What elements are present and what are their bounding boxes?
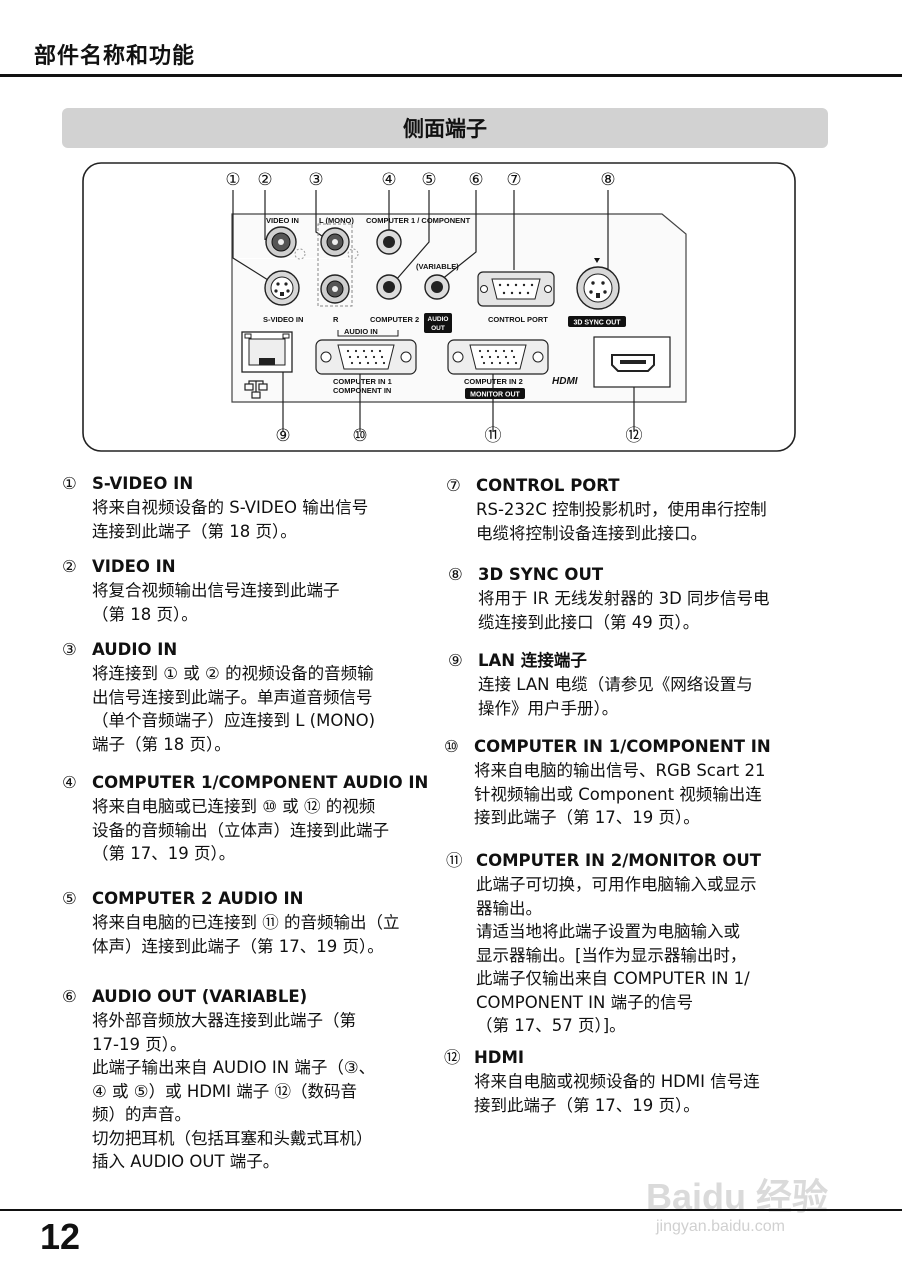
computer-in1-port — [315, 339, 417, 375]
label-audio-in: AUDIO IN — [344, 327, 378, 336]
item-description: 将外部音频放大器连接到此端子（第 17-19 页）。 此端子输出来自 AUDIO… — [92, 1011, 376, 1171]
callout-12: ⑫ — [626, 426, 643, 445]
item-title: S-VIDEO IN — [92, 474, 194, 493]
label-variable: (VARIABLE) — [416, 262, 459, 271]
footer-divider — [0, 1209, 902, 1211]
label-computer-in2: COMPUTER IN 2 — [464, 377, 523, 386]
s-video-port — [264, 270, 300, 306]
lan-port — [241, 331, 293, 373]
side-terminals-diagram: ① ② ③ ④ ⑤ ⑥ ⑦ ⑧ ⑨ ⑩ ⑪ ⑫ — [82, 162, 796, 452]
chapter-title: 部件名称和功能 — [34, 44, 196, 69]
callout-8: ⑧ — [600, 170, 615, 189]
item-title: VIDEO IN — [92, 557, 176, 576]
item-description: 将来自电脑或已连接到 ⑩ 或 ⑫ 的视频 设备的音频输出（立体声）连接到此端子 … — [92, 797, 389, 863]
label-control-port: CONTROL PORT — [488, 315, 548, 324]
hdmi-port — [593, 336, 671, 388]
baidu-jingyan-watermark: Baidu 经验 jingyan.baidu.com — [640, 1148, 860, 1258]
item-description: 将连接到 ① 或 ② 的视频设备的音频输 出信号连接到此端子。单声道音频信号 （… — [92, 664, 376, 754]
item-number: ⑫ — [444, 1048, 461, 1067]
item-number: ② — [62, 557, 77, 576]
badge-monitor-out: MONITOR OUT — [470, 392, 520, 399]
item-number: ⑥ — [62, 987, 77, 1006]
item-title: AUDIO IN — [92, 640, 178, 659]
callout-4: ④ — [381, 170, 396, 189]
item-description: 将来自电脑或视频设备的 HDMI 信号连 接到此端子（第 17、19 页）。 — [474, 1072, 760, 1115]
callout-1: ① — [225, 170, 240, 189]
item-description: 将来自电脑的已连接到 ⑪ 的音频输出（立 体声）连接到此端子（第 17、19 页… — [92, 913, 400, 956]
label-l-mono: L (MONO) — [319, 216, 354, 225]
video-in-jack — [265, 226, 297, 258]
audio-out-jack — [424, 274, 450, 300]
callout-3: ③ — [308, 170, 323, 189]
label-computer2: COMPUTER 2 — [370, 315, 419, 324]
item-title: HDMI — [474, 1048, 525, 1067]
computer-in2-port — [447, 339, 549, 375]
item-description: RS-232C 控制投影机时，使用串行控制 电缆将控制设备连接到此接口。 — [476, 500, 767, 543]
item-number: ③ — [62, 640, 77, 659]
item-number: ⑦ — [446, 476, 461, 495]
lan-icon — [244, 380, 268, 399]
item-title: CONTROL PORT — [476, 476, 620, 495]
item-number: ⑧ — [448, 565, 463, 584]
label-computer1-component: COMPUTER 1 / COMPONENT — [366, 216, 471, 225]
control-port — [477, 271, 555, 307]
label-s-video-in: S-VIDEO IN — [263, 315, 303, 324]
item-number: ⑤ — [62, 889, 77, 908]
item-number: ⑨ — [448, 651, 463, 670]
item-description: 将复合视频输出信号连接到此端子 （第 18 页）。 — [92, 581, 340, 624]
section-title-bar: 侧面端子 — [62, 108, 828, 148]
item-number: ⑩ — [444, 737, 459, 756]
header-divider — [0, 74, 902, 77]
item-number: ① — [62, 474, 77, 493]
callout-11: ⑪ — [485, 426, 502, 445]
section-title: 侧面端子 — [403, 117, 487, 141]
computer1-audio-jack — [376, 229, 402, 255]
watermark-url: jingyan.baidu.com — [656, 1218, 785, 1235]
hdmi-logo: HDMI — [552, 376, 578, 387]
item-title: COMPUTER 1/COMPONENT AUDIO IN — [92, 773, 429, 792]
item-title: COMPUTER IN 2/MONITOR OUT — [476, 851, 762, 870]
label-computer-in1-b: COMPONENT IN — [333, 386, 391, 395]
item-title: LAN 连接端子 — [478, 651, 587, 670]
callout-7: ⑦ — [506, 170, 521, 189]
item-number: ⑪ — [446, 851, 463, 870]
callout-5: ⑤ — [421, 170, 436, 189]
item-description: 连接 LAN 电缆（请参见《网络设置与 操作》用户手册）。 — [478, 675, 753, 718]
item-description: 将用于 IR 无线发射器的 3D 同步信号电 缆连接到此接口（第 49 页）。 — [478, 589, 770, 632]
badge-audio: AUDIO — [428, 316, 449, 323]
callout-2: ② — [257, 170, 272, 189]
item-title: COMPUTER 2 AUDIO IN — [92, 889, 304, 908]
callout-10: ⑩ — [352, 426, 367, 445]
audio-in-r-jack — [320, 274, 350, 304]
page-number: 12 — [40, 1216, 81, 1257]
audio-in-l-jack — [320, 227, 350, 257]
label-video-in: VIDEO IN — [266, 216, 299, 225]
item-title: AUDIO OUT (VARIABLE) — [92, 987, 308, 1006]
badge-3d-sync: 3D SYNC OUT — [573, 320, 621, 327]
badge-out: OUT — [431, 325, 445, 332]
3d-sync-out-port — [576, 258, 620, 310]
item-title: COMPUTER IN 1/COMPONENT IN — [474, 737, 771, 756]
item-description: 此端子可切换，可用作电脑输入或显示 器输出。 请适当地将此端子设置为电脑输入或 … — [476, 875, 757, 1035]
computer2-audio-jack — [376, 274, 402, 300]
callout-6: ⑥ — [468, 170, 483, 189]
callout-9: ⑨ — [275, 426, 290, 445]
label-r: R — [333, 315, 339, 324]
item-title: 3D SYNC OUT — [478, 565, 604, 584]
item-description: 将来自电脑的输出信号、RGB Scart 21 针视频输出或 Component… — [474, 761, 766, 827]
watermark-text: Baidu 经验 — [646, 1176, 829, 1217]
label-computer-in1-a: COMPUTER IN 1 — [333, 377, 392, 386]
item-number: ④ — [62, 773, 77, 792]
item-description: 将来自视频设备的 S-VIDEO 输出信号 连接到此端子（第 18 页）。 — [92, 498, 369, 541]
